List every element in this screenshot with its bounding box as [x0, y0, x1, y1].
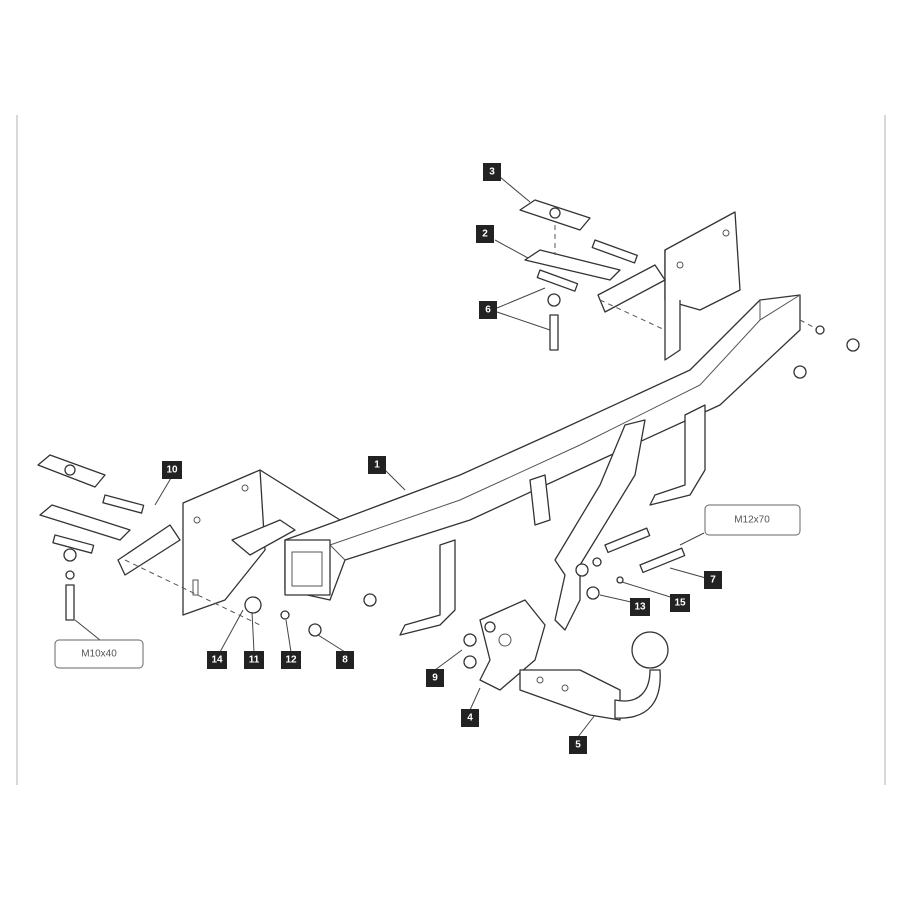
left-bracket: [117, 469, 341, 616]
label-8: 8: [336, 651, 354, 669]
label-6: 6: [479, 301, 497, 319]
svg-text:M12x70: M12x70: [734, 515, 770, 526]
svg-text:8: 8: [342, 655, 348, 666]
svg-text:12: 12: [285, 655, 297, 666]
svg-text:6: 6: [485, 305, 491, 316]
svg-text:5: 5: [575, 740, 581, 751]
svg-text:3: 3: [489, 167, 495, 178]
svg-text:15: 15: [674, 598, 686, 609]
label-5: 5: [569, 736, 587, 754]
label-15: 15: [670, 594, 690, 612]
label-4: 4: [461, 709, 479, 727]
svg-text:10: 10: [166, 465, 178, 476]
svg-text:M10x40: M10x40: [81, 649, 117, 660]
svg-text:7: 7: [710, 575, 716, 586]
label-14: 14: [207, 651, 227, 669]
svg-text:11: 11: [249, 655, 260, 666]
label-11: 11: [244, 651, 264, 669]
label-7: 7: [704, 571, 722, 589]
label-9: 9: [426, 669, 444, 687]
label-13: 13: [630, 598, 650, 616]
spec-m10x40: M10x40: [54, 639, 144, 669]
label-3: 3: [483, 163, 501, 181]
clamp-plates-left: [37, 454, 377, 637]
spec-m12x70: M12x70: [704, 504, 801, 536]
svg-text:4: 4: [467, 713, 473, 724]
leader-lines: [74, 176, 714, 738]
support-legs: [399, 404, 706, 636]
svg-text:2: 2: [482, 229, 488, 240]
label-2: 2: [476, 225, 494, 243]
svg-text:9: 9: [432, 673, 438, 684]
svg-text:1: 1: [374, 460, 380, 471]
label-12: 12: [281, 651, 301, 669]
svg-text:13: 13: [634, 602, 646, 613]
label-1: 1: [368, 456, 386, 474]
label-10: 10: [162, 461, 182, 479]
bolts-part-7: [575, 527, 686, 600]
crossbar-part-1: [284, 294, 801, 601]
mounting-plate-part-4: [463, 599, 546, 691]
ball-hitch-part-5: [519, 631, 669, 721]
clamp-plates-right: [519, 199, 860, 379]
right-bracket: [597, 211, 741, 361]
svg-text:14: 14: [211, 655, 223, 666]
